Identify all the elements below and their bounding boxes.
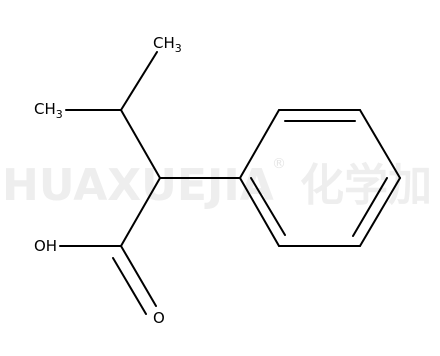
bond-carbonyl-inner	[112, 257, 147, 315]
ch3-top-main: CH	[153, 34, 175, 52]
bond-alpha-to-carboxyl	[120, 177, 161, 247]
bond-carbonyl-outer	[120, 245, 157, 307]
ring-double-bond-right	[352, 177, 388, 237]
bonds	[59, 51, 401, 315]
atom-label-ch3-left: CH3	[34, 100, 63, 121]
bond-ch-to-alpha-carbon	[120, 109, 161, 179]
atom-label-hydroxyl: OH	[34, 237, 57, 255]
watermark: HUAXUEJIA ® 化学加	[2, 156, 432, 211]
watermark-registered-mark: ®	[272, 156, 286, 172]
ring-bond-3	[359, 109, 401, 179]
watermark-cjk-text: 化学加	[300, 160, 432, 211]
watermark-text: HUAXUEJIA	[2, 160, 274, 211]
ch3-left-main: CH	[34, 100, 56, 118]
ring-bond-1	[239, 109, 280, 179]
atom-label-ch3-top: CH3	[153, 34, 182, 55]
bond-ch-to-top-methyl	[120, 51, 158, 111]
ring-double-bond-left	[250, 177, 286, 236]
ring-bond-6	[239, 177, 280, 247]
atom-label-carbonyl-oxygen: O	[153, 309, 165, 327]
ring-bond-4	[359, 177, 401, 247]
ch3-left-subscript: 3	[56, 108, 63, 121]
atom-labels: CH3 CH3 OH O	[34, 34, 182, 327]
ch3-top-subscript: 3	[175, 42, 182, 55]
